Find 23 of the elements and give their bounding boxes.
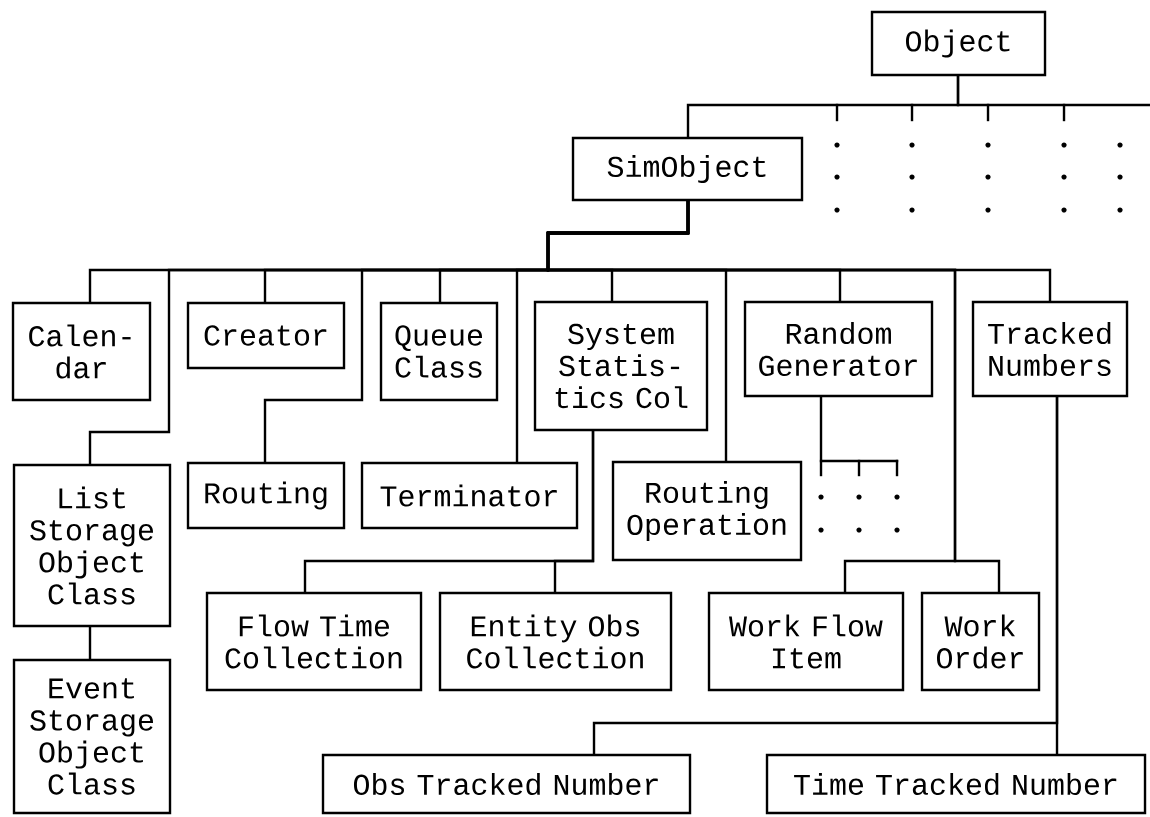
class-box: Obs Tracked Number bbox=[321, 753, 692, 815]
class-box: Routing bbox=[186, 461, 346, 530]
connector-line bbox=[553, 430, 595, 593]
class-box: Random Generator bbox=[743, 300, 934, 398]
class-box: SimObject bbox=[571, 136, 804, 202]
connector-line bbox=[1055, 396, 1059, 755]
class-box: Time Tracked Number bbox=[765, 753, 1147, 815]
class-box: System Statis-tics Col bbox=[533, 300, 709, 432]
class-box: List Storage Object Class bbox=[12, 463, 172, 628]
class-box: Routing Operation bbox=[611, 460, 803, 562]
class-box: Terminator bbox=[360, 461, 579, 530]
class-box: Queue Class bbox=[379, 301, 499, 402]
class-box: Flow Time Collection bbox=[205, 591, 423, 692]
connector-line bbox=[88, 626, 92, 660]
class-box: Object bbox=[870, 10, 1047, 77]
class-box: Event Storage Object Class bbox=[12, 658, 172, 815]
class-box: Creator bbox=[186, 301, 346, 370]
class-box: Work Flow Item bbox=[707, 591, 905, 692]
class-box: Calen-dar bbox=[11, 301, 152, 402]
connector-line bbox=[546, 200, 1052, 302]
class-box: Entity Obs Collection bbox=[438, 591, 673, 692]
class-box: Work Order bbox=[920, 591, 1041, 692]
class-box: Tracked Numbers bbox=[971, 300, 1129, 398]
